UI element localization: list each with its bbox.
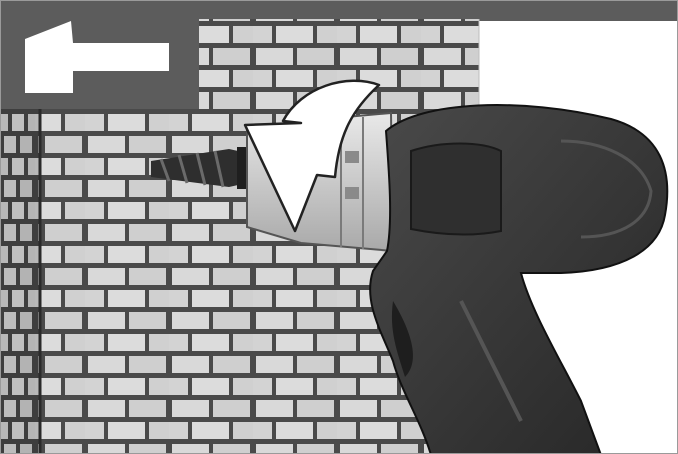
cordless-drill-icon <box>370 105 667 454</box>
hammer-mode-icon <box>1 1 199 109</box>
